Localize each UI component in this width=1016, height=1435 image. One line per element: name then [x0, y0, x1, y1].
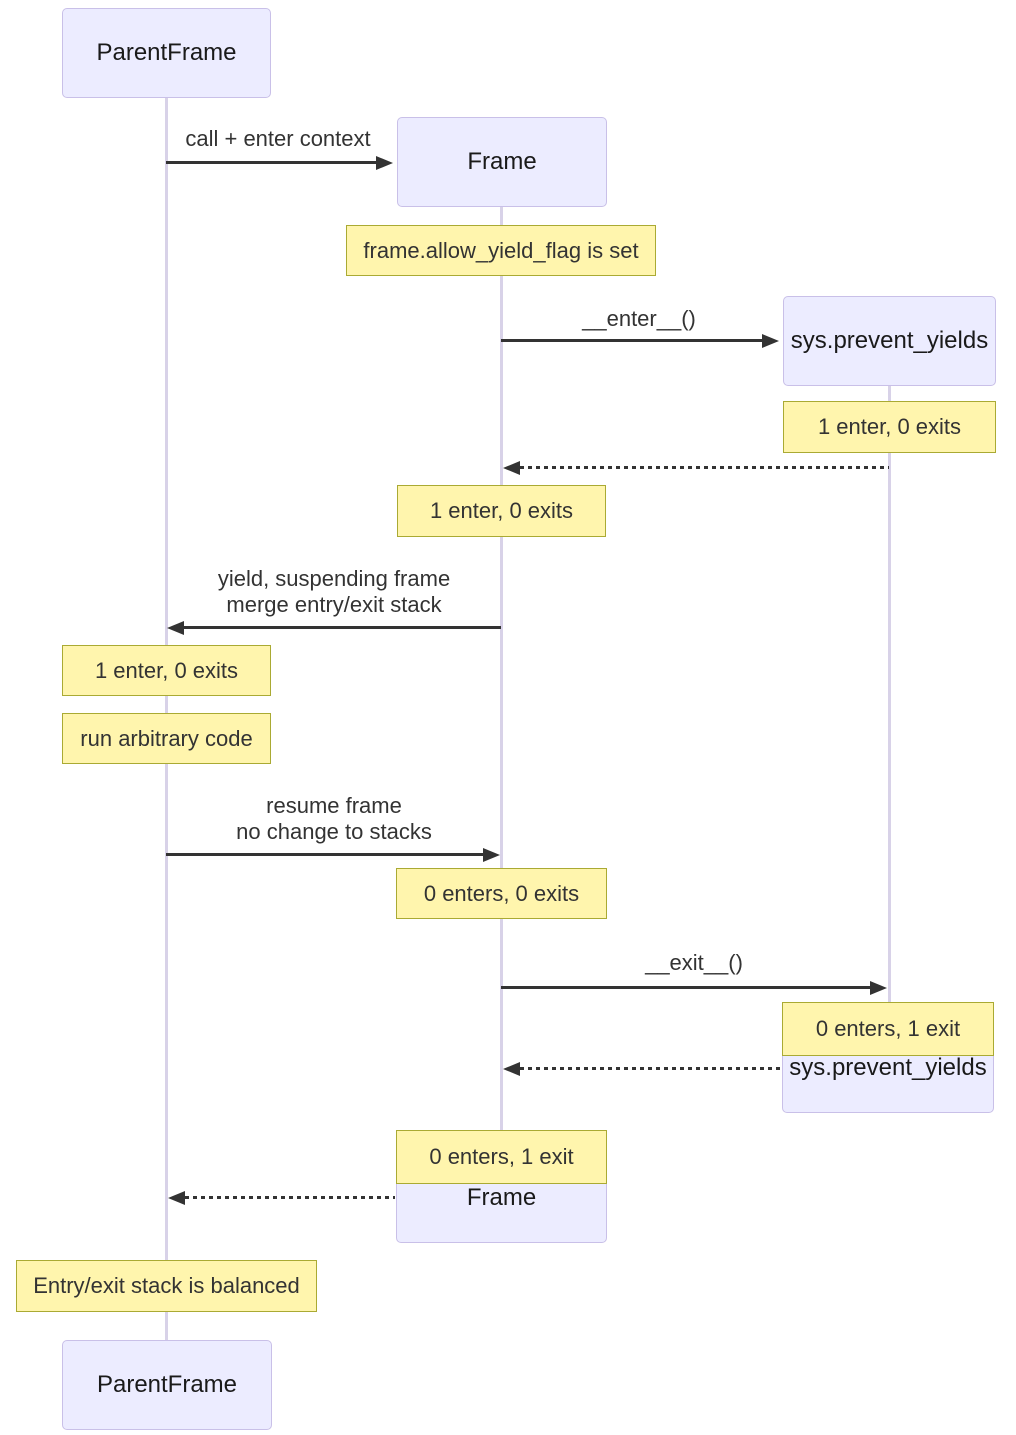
message-resume-line1: resume frame	[266, 793, 402, 818]
actor-sys-prevent-yields-top: sys.prevent_yields	[783, 296, 996, 386]
note-text: run arbitrary code	[80, 725, 253, 751]
note-sys-after-exit: 0 enters, 1 exit	[782, 1002, 994, 1056]
message-yield: yield, suspending frame merge entry/exit…	[218, 566, 450, 618]
note-text: frame.allow_yield_flag is set	[363, 237, 639, 263]
note-stack-balanced: Entry/exit stack is balanced	[16, 1260, 317, 1312]
return-frame-dashed	[185, 1196, 395, 1199]
actor-label: sys.prevent_yields	[789, 1054, 987, 1081]
arrow-resume	[166, 853, 485, 856]
note-parent-after-yield: 1 enter, 0 exits	[62, 645, 271, 696]
note-allow-yield-flag: frame.allow_yield_flag is set	[346, 225, 656, 276]
note-text: 1 enter, 0 exits	[94, 657, 239, 683]
arrowhead-left-icon	[168, 1191, 185, 1205]
note-text: 1 enter, 0 exits	[429, 498, 574, 523]
arrowhead-right-icon	[376, 156, 393, 170]
message-yield-line2: merge entry/exit stack	[226, 592, 442, 617]
arrowhead-left-icon	[503, 1062, 520, 1076]
arrow-call-enter-context	[166, 161, 379, 164]
actor-parentframe-top: ParentFrame	[62, 8, 271, 98]
note-frame-after-enter: 1 enter, 0 exits	[397, 485, 606, 537]
actor-frame-top: Frame	[397, 117, 607, 207]
note-frame-after-exit: 0 enters, 1 exit	[396, 1130, 607, 1184]
note-text: 0 enters, 1 exit	[429, 1144, 574, 1169]
return-enter-dashed	[520, 466, 889, 469]
arrow-yield	[184, 626, 501, 629]
arrowhead-right-icon	[483, 848, 500, 862]
arrow-exit-method	[501, 986, 873, 989]
arrowhead-right-icon	[870, 981, 887, 995]
actor-label: ParentFrame	[96, 39, 237, 66]
note-text: Entry/exit stack is balanced	[33, 1273, 300, 1298]
note-text: 0 enters, 0 exits	[423, 880, 580, 906]
arrowhead-right-icon	[762, 334, 779, 348]
message-enter-method: __enter__()	[582, 306, 696, 331]
lifeline-frame	[500, 207, 503, 1153]
note-run-arbitrary-code: run arbitrary code	[62, 713, 271, 764]
message-resume: resume frame no change to stacks	[236, 793, 432, 845]
note-text: 1 enter, 0 exits	[817, 414, 962, 439]
actor-label: Frame	[467, 148, 537, 175]
actor-label: ParentFrame	[96, 1371, 238, 1398]
actor-label: sys.prevent_yields	[790, 327, 989, 354]
message-exit-method: __exit__()	[645, 950, 743, 975]
message-yield-line1: yield, suspending frame	[217, 566, 451, 591]
note-text: 0 enters, 1 exit	[815, 1016, 961, 1041]
arrow-enter-method	[501, 339, 765, 342]
lifeline-sys-prevent-yields	[888, 386, 891, 1023]
message-call-enter-context: call + enter context	[185, 126, 371, 151]
actor-label: Frame	[466, 1184, 537, 1211]
arrowhead-left-icon	[167, 621, 184, 635]
arrowhead-left-icon	[503, 461, 520, 475]
message-resume-line2: no change to stacks	[236, 819, 432, 844]
note-frame-after-resume: 0 enters, 0 exits	[396, 868, 607, 919]
actor-parentframe-bottom: ParentFrame	[62, 1340, 272, 1430]
return-exit-dashed	[520, 1067, 782, 1070]
note-sys-after-enter: 1 enter, 0 exits	[783, 401, 996, 453]
